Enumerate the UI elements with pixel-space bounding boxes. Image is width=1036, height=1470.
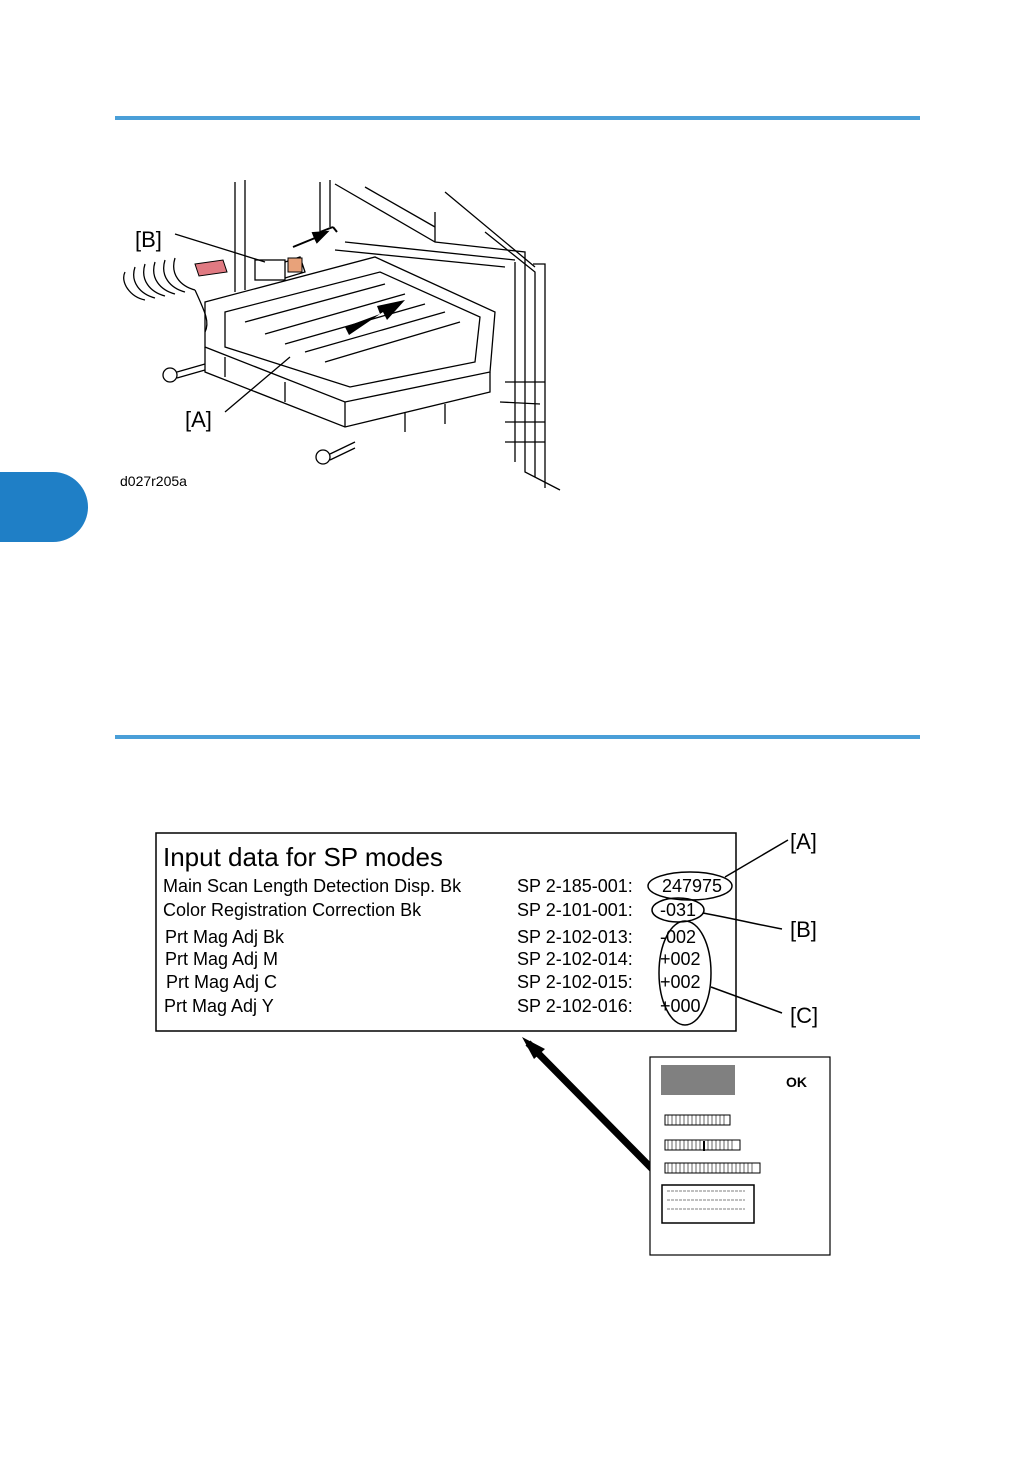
row-name: Prt Mag Adj C [166,972,277,992]
label-b: [B] [135,227,162,252]
chapter-tab [0,472,88,542]
row-name: Main Scan Length Detection Disp. Bk [163,876,462,896]
sp-data-figure: Input data for SP modes Main Scan Length… [150,825,840,1265]
figure-code: d027r205a [120,473,187,489]
row-value: 247975 [662,876,722,896]
row-value: +002 [660,949,701,969]
row-name: Prt Mag Adj Y [164,996,274,1016]
label-a: [A] [185,407,212,432]
row-sp: SP 2-102-013: [517,927,633,947]
row-name: Prt Mag Adj M [165,949,278,969]
row-name: Prt Mag Adj Bk [165,927,285,947]
row-value: +002 [660,972,701,992]
row-value: +000 [660,996,701,1016]
row-name: Color Registration Correction Bk [163,900,422,920]
row-sp: SP 2-102-016: [517,996,633,1016]
callout-c: [C] [790,1003,818,1028]
row-sp: SP 2-102-014: [517,949,633,969]
section-rule [115,735,920,739]
installation-figure: [B] [A] d027r205a [105,172,575,502]
row-value: -002 [660,927,696,947]
row-value: -031 [660,900,696,920]
top-rule [115,116,920,120]
row-sp: SP 2-101-001: [517,900,633,920]
callout-a: [A] [790,829,817,854]
sheet-ok: OK [786,1074,807,1090]
callout-b: [B] [790,917,817,942]
sheet-title: Input data for SP modes [163,842,443,872]
row-sp: SP 2-185-001: [517,876,633,896]
row-sp: SP 2-102-015: [517,972,633,992]
